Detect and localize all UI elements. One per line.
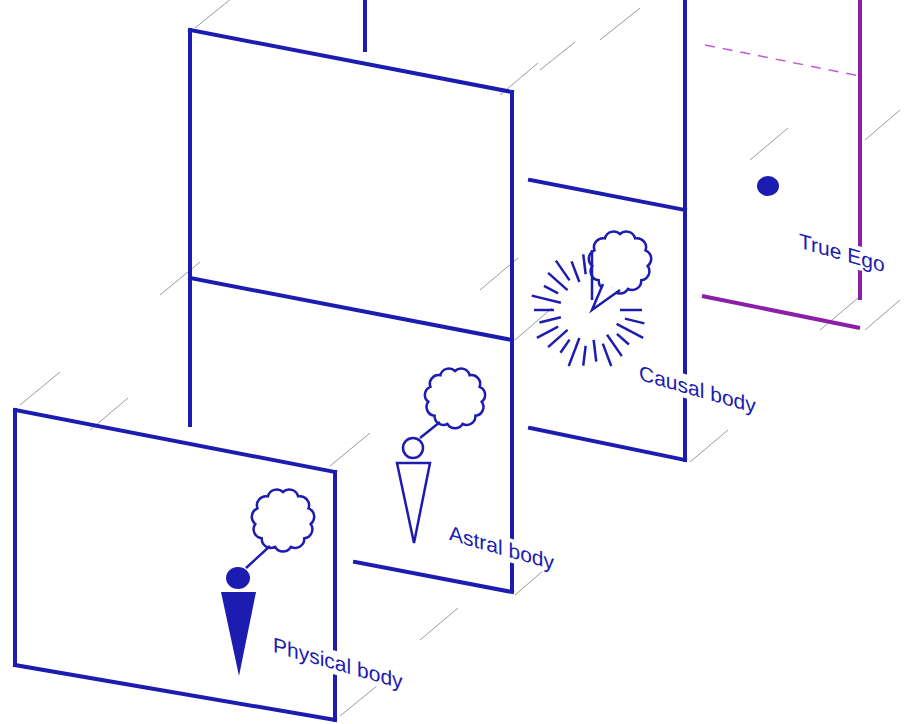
radiance-ray <box>532 296 561 303</box>
radiance-ray <box>607 335 622 356</box>
plane-frames <box>15 0 685 720</box>
radiance-ray <box>617 334 629 345</box>
radiance-ray <box>560 340 569 353</box>
radiance-ray <box>548 273 567 290</box>
radiance-ray <box>569 338 580 366</box>
thought-link <box>420 422 440 438</box>
radiance-ray <box>544 286 558 293</box>
radiance-ray <box>548 330 567 347</box>
radiance-ray <box>620 309 642 312</box>
radiance-ray <box>534 309 554 312</box>
radiance-ray <box>537 327 558 338</box>
radiance-ray <box>583 346 585 366</box>
thought-cloud <box>252 489 314 551</box>
speech-tail <box>592 284 620 310</box>
figures <box>221 231 651 676</box>
ego-plane <box>702 0 860 328</box>
radiance-ray <box>603 344 612 366</box>
figure-body <box>221 592 256 676</box>
figure-body <box>397 463 430 543</box>
radiance-ray <box>594 340 597 362</box>
figure-head <box>226 567 250 589</box>
plane-label: Causal body <box>636 360 759 419</box>
figure-head <box>403 438 423 458</box>
radiance-ray <box>540 317 561 322</box>
radiance-ray <box>583 254 585 274</box>
thought-link <box>591 250 594 300</box>
plane-label: Astral body <box>446 520 557 576</box>
thought-cloud <box>425 368 485 428</box>
radiance-ray <box>625 319 644 324</box>
radiance-ray <box>556 261 570 281</box>
depth-hints <box>20 0 900 716</box>
ego-dot <box>757 176 779 196</box>
thought-cloud <box>589 231 651 293</box>
plane-label: True Ego <box>796 228 888 278</box>
plane-label: Physical body <box>270 632 406 695</box>
radiance-ray <box>572 261 580 282</box>
thought-link <box>246 546 270 568</box>
